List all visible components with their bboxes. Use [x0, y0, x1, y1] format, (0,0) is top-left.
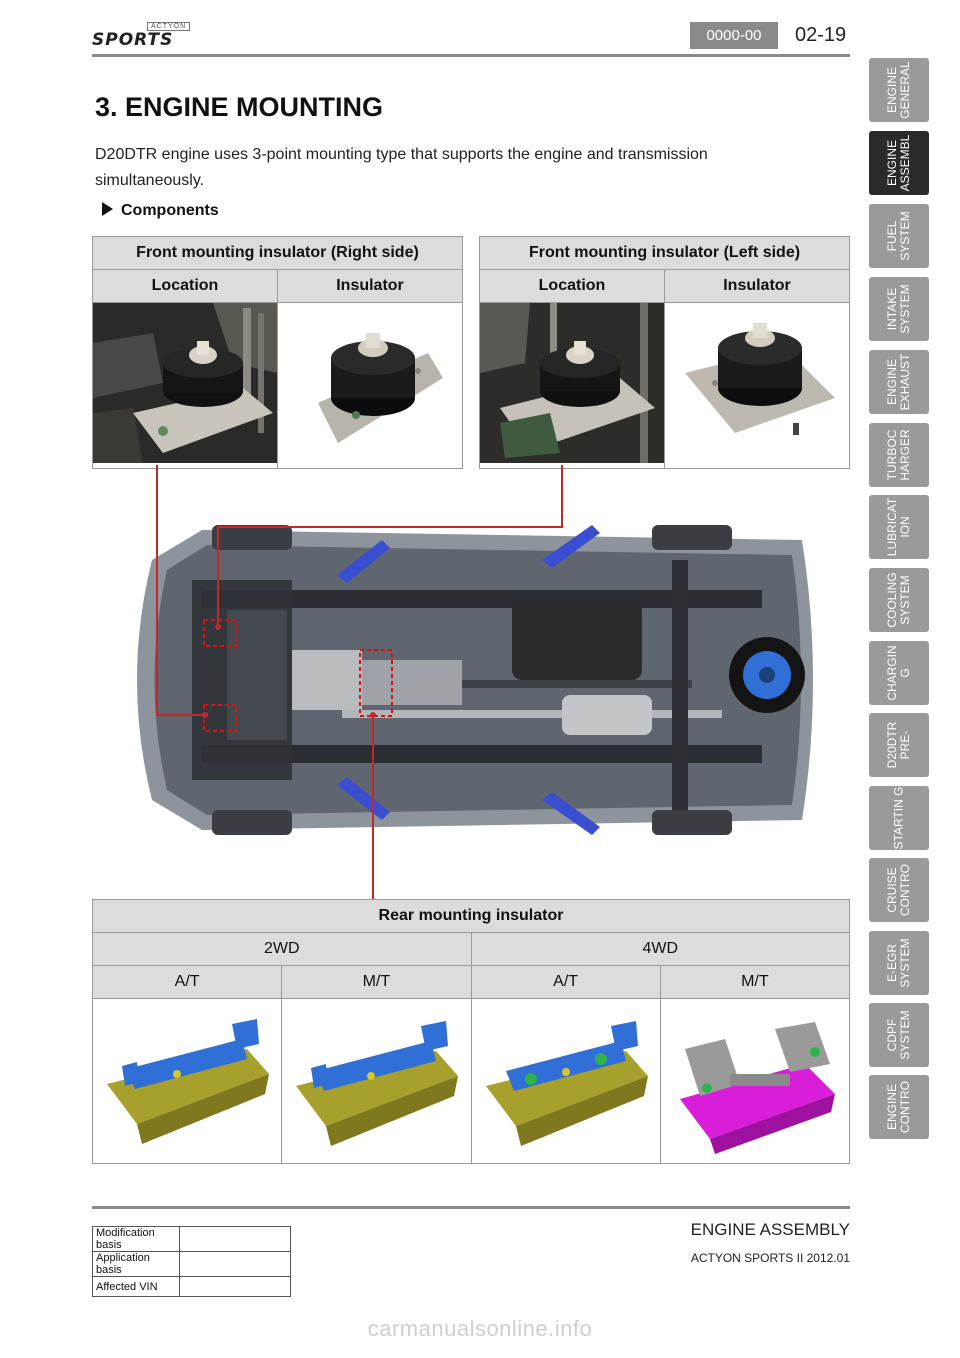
side-tab-label: COOLING SYSTEM	[885, 572, 912, 628]
insulator-photo-right	[278, 303, 462, 463]
application-basis-label: Application basis	[92, 1251, 180, 1277]
side-tab[interactable]: INTAKE SYSTEM	[869, 277, 929, 341]
front-left-insulator-table: Front mounting insulator (Left side) Loc…	[479, 236, 850, 469]
rear-2wd-mt-image	[281, 998, 472, 1164]
side-tab[interactable]: LUBRICAT ION	[869, 495, 929, 559]
side-tab-label: LUBRICAT ION	[885, 497, 912, 557]
application-basis-value	[179, 1251, 291, 1277]
side-tab-label: E-EGR SYSTEM	[885, 938, 912, 988]
insulator-photo-left	[665, 303, 849, 463]
side-tab[interactable]: ENGINE EXHAUST	[869, 350, 929, 414]
rear-4wd-mt-image	[659, 998, 851, 1164]
rear-insulator-table: Rear mounting insulator 2WD 4WD A/T M/T …	[91, 899, 851, 1164]
side-tab-label: CRUISE CONTRO	[885, 864, 912, 916]
modification-basis-label: Modification basis	[92, 1226, 180, 1252]
page-number: 02-19	[795, 24, 847, 46]
side-tab-label: ENGINE ASSEMBL	[885, 134, 912, 192]
side-tab[interactable]: ENGINE CONTRO	[869, 1075, 929, 1139]
footer-section-title: ENGINE ASSEMBLY	[690, 1220, 850, 1239]
side-tab-label: STARTIN G	[891, 786, 906, 850]
side-tab-label: ENGINE GENERAL	[885, 61, 912, 119]
side-tab[interactable]: D20DTR PRE-	[869, 713, 929, 777]
header-divider	[92, 54, 850, 57]
page-title: 3. ENGINE MOUNTING	[95, 92, 384, 122]
engine-bay-photo-left	[480, 303, 664, 463]
components-heading: Components	[102, 202, 219, 220]
side-tab-label: CDPF SYSTEM	[885, 1010, 912, 1060]
rear-insulator-4wd-at	[485, 1020, 648, 1146]
front-right-insulator-table: Front mounting insulator (Right side) Lo…	[92, 236, 463, 469]
front-right-location-photo	[92, 302, 278, 469]
side-tab-label: INTAKE SYSTEM	[885, 284, 912, 334]
rear-2wd-mt-header: M/T	[281, 965, 472, 999]
front-left-title: Front mounting insulator (Left side)	[479, 236, 850, 270]
front-left-location-header: Location	[479, 269, 665, 303]
affected-vin-label: Affected VIN	[92, 1276, 180, 1297]
side-tab[interactable]: FUEL SYSTEM	[869, 204, 929, 268]
side-tab[interactable]: TURBOC HARGER	[869, 423, 929, 487]
rear-4wd-header: 4WD	[470, 932, 850, 966]
side-tab[interactable]: E-EGR SYSTEM	[869, 931, 929, 995]
front-right-insulator-photo	[277, 302, 463, 469]
front-right-title: Front mounting insulator (Right side)	[92, 236, 463, 270]
rear-2wd-at-header: A/T	[91, 965, 283, 999]
rear-insulator-2wd-mt	[296, 1020, 459, 1146]
watermark-text: carmanualsonline.info	[367, 1316, 593, 1341]
rear-title: Rear mounting insulator	[92, 899, 850, 933]
side-tab[interactable]: STARTIN G	[869, 786, 929, 850]
side-tab[interactable]: CRUISE CONTRO	[869, 858, 929, 922]
side-tab[interactable]: ENGINE GENERAL	[869, 58, 929, 122]
triangle-bullet-icon	[102, 202, 113, 216]
side-tab[interactable]: COOLING SYSTEM	[869, 568, 929, 632]
side-tab-label: ENGINE CONTRO	[885, 1081, 912, 1133]
logo-brand-text: SPORTS	[92, 30, 174, 50]
modification-table: Modification basis Application basis Aff…	[92, 1226, 291, 1297]
side-tab[interactable]: ENGINE ASSEMBL	[869, 131, 929, 195]
rear-2wd-header: 2WD	[92, 932, 472, 966]
intro-paragraph: D20DTR engine uses 3-point mounting type…	[95, 146, 708, 189]
vehicle-underbody-illustration	[137, 525, 813, 835]
side-tab-label: D20DTR PRE-	[885, 721, 912, 769]
side-tab-label: FUEL SYSTEM	[885, 211, 912, 261]
front-left-location-photo	[479, 302, 665, 469]
rear-4wd-mt-header: M/T	[659, 965, 851, 999]
affected-vin-value	[179, 1276, 291, 1297]
side-tab-label: ENGINE EXHAUST	[885, 353, 912, 411]
actyon-sports-logo: ACTYON SPORTS	[92, 22, 204, 50]
logo-model-text: ACTYON	[147, 22, 191, 31]
rear-4wd-at-header: A/T	[470, 965, 661, 999]
footer-divider	[92, 1206, 850, 1209]
rear-2wd-at-image	[91, 998, 283, 1164]
modification-basis-value	[179, 1226, 291, 1252]
footer-model-text: ACTYON SPORTS II 2012.01	[690, 1251, 850, 1265]
front-right-insulator-header: Insulator	[277, 269, 463, 303]
rear-insulator-2wd-at	[107, 1018, 270, 1144]
side-tab-label: TURBOC HARGER	[885, 429, 912, 481]
components-label: Components	[121, 202, 219, 219]
rear-4wd-at-image	[470, 998, 661, 1164]
front-right-location-header: Location	[92, 269, 278, 303]
side-tab[interactable]: CHARGIN G	[869, 641, 929, 705]
section-code-badge: 0000-00	[690, 22, 778, 49]
side-tab[interactable]: CDPF SYSTEM	[869, 1003, 929, 1067]
engine-bay-photo-right	[93, 303, 277, 463]
side-tab-label: CHARGIN G	[885, 645, 912, 701]
front-left-insulator-photo	[664, 302, 850, 469]
rear-insulator-4wd-mt	[679, 1021, 835, 1154]
front-left-insulator-header: Insulator	[664, 269, 850, 303]
